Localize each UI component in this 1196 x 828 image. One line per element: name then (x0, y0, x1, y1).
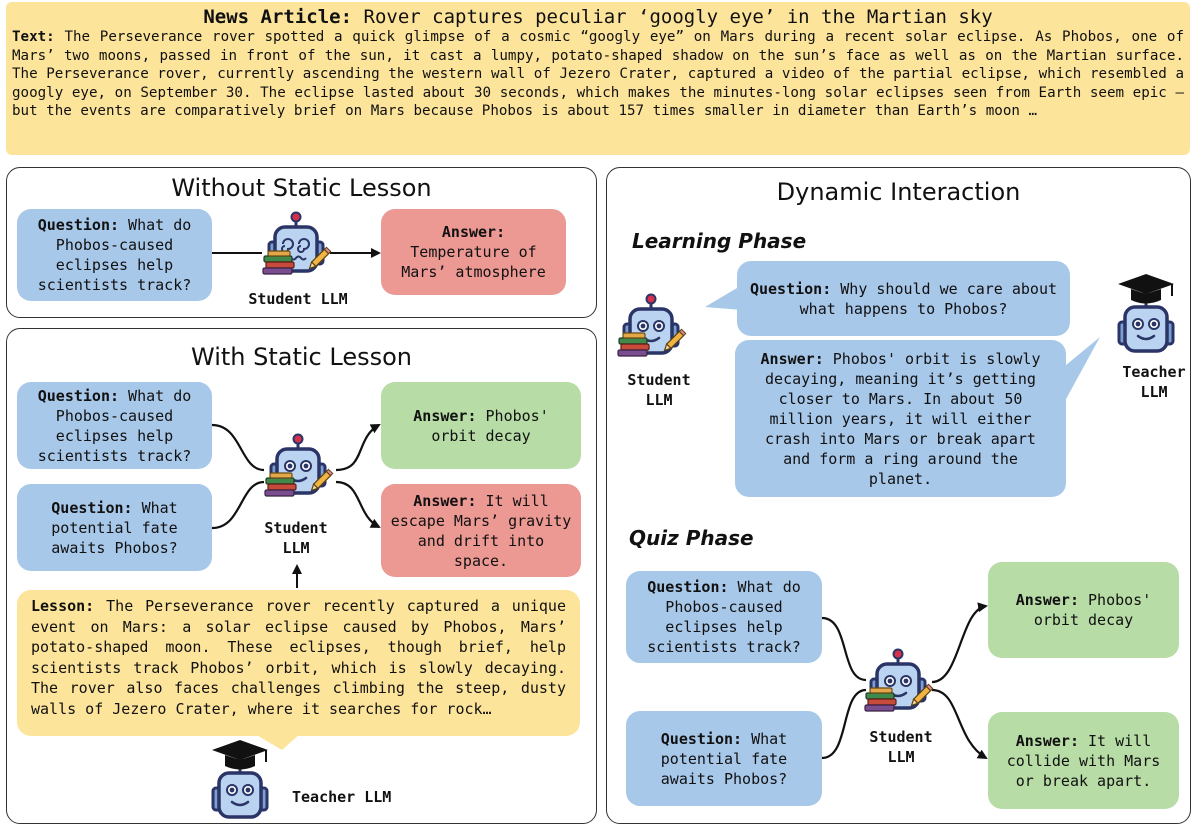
without-lesson-question-box: Question: What do Phobos-caused eclipses… (17, 209, 212, 301)
article-text-label: Text: (12, 29, 55, 45)
learning-answer: Phobos' orbit is slowly decaying, meanin… (765, 349, 1041, 488)
with-lesson-student-label: Student LLM (246, 518, 346, 558)
with-lesson-question1: What do Phobos-caused eclipses help scie… (37, 386, 192, 465)
question-bubble-tail (705, 285, 742, 310)
answer-bubble-tail (1060, 337, 1100, 410)
quiz-question1: What do Phobos-caused eclipses help scie… (647, 578, 801, 656)
dynamic-teacher-label: Teacher LLM (1104, 362, 1196, 402)
connector-line (211, 480, 265, 530)
question-label: Question: (749, 279, 832, 298)
question-label: Question: (37, 216, 120, 234)
article-body: The Perseverance rover spotted a quick g… (12, 29, 1184, 119)
robot-icon (617, 292, 687, 357)
without-lesson-question: What do Phobos-caused eclipses help scie… (37, 216, 192, 294)
answer-label: Answer: (441, 223, 506, 241)
article-title-label: News Article: (203, 6, 353, 28)
graduation-cap-icon (211, 739, 269, 771)
connector-arrow (931, 688, 988, 760)
quiz-phase-heading: Quiz Phase (629, 526, 754, 550)
with-lesson-question1-box: Question: What do Phobos-caused eclipses… (17, 382, 212, 469)
quiz-student-label: Student LLM (851, 727, 951, 767)
answer-label: Answer: (1015, 591, 1079, 609)
connector-arrow (931, 602, 988, 684)
quiz-question1-box: Question: What do Phobos-caused eclipses… (626, 571, 822, 663)
article-text: Text: The Perseverance rover spotted a q… (12, 28, 1184, 121)
robot-icon (864, 647, 934, 712)
lesson-label: Lesson: (31, 597, 95, 615)
question-label: Question: (647, 578, 729, 596)
news-article: News Article: Rover captures peculiar ‘g… (6, 2, 1190, 155)
article-title: News Article: Rover captures peculiar ‘g… (12, 6, 1184, 28)
quiz-question2: What potential fate awaits Phobos? (660, 729, 788, 788)
answer-label: Answer: (1015, 731, 1079, 750)
teacher-label-line2: LLM (1140, 383, 1168, 401)
question-label: Question: (51, 498, 133, 517)
article-title-text: Rover captures peculiar ‘googly eye’ in … (363, 6, 993, 28)
robot-icon (211, 739, 269, 819)
robot-icon (1117, 273, 1175, 353)
lesson-text: The Perseverance rover recently captured… (31, 597, 566, 718)
answer-label: Answer: (413, 406, 477, 425)
quiz-answer1-box: Answer: Phobos' orbit decay (988, 562, 1179, 658)
connector-line (821, 616, 867, 682)
quiz-answer2-box: Answer: It will collide with Mars or bre… (988, 712, 1179, 809)
connector-arrow (335, 424, 381, 472)
answer-label: Answer: (413, 491, 477, 510)
quiz-answer1: Phobos' orbit decay (1033, 591, 1152, 629)
with-lesson-answer1: Phobos' orbit decay (431, 406, 549, 445)
with-lesson-question2-box: Question: What potential fate awaits Pho… (17, 484, 212, 571)
learning-phase-heading: Learning Phase (632, 229, 807, 253)
connector-line (821, 688, 867, 760)
without-lesson-answer: Temperature of Mars’ atmosphere (401, 243, 546, 281)
with-lesson-answer1-box: Answer: Phobos' orbit decay (381, 382, 581, 469)
student-label-line2: LLM (645, 391, 673, 409)
without-lesson-title: Without Static Lesson (171, 174, 432, 202)
graduation-cap-icon (1117, 273, 1175, 305)
quiz-question2-box: Question: What potential fate awaits Pho… (626, 711, 822, 806)
learning-question: Why should we care about what happens to… (799, 279, 1058, 318)
with-lesson-title: With Static Lesson (191, 343, 412, 371)
learning-answer-box: Answer: Phobos' orbit is slowly decaying… (735, 340, 1066, 497)
student-label-line2: LLM (282, 539, 310, 557)
robot-icon (262, 210, 332, 275)
robot-icon (264, 432, 334, 497)
without-lesson-student-label: Student LLM (248, 290, 348, 308)
quiz-answer2: It will collide with Mars or break apart… (1006, 731, 1161, 790)
without-lesson-answer-box: Answer: Temperature of Mars’ atmosphere (381, 209, 566, 295)
question-label: Question: (37, 386, 120, 405)
with-lesson-answer2: It will escape Mars’ gravity and drift i… (390, 491, 572, 570)
lesson-box: Lesson: The Perseverance rover recently … (17, 590, 580, 736)
learning-question-box: Question: Why should we care about what … (737, 261, 1070, 336)
with-lesson-question2: What potential fate awaits Phobos? (51, 498, 178, 557)
connector-arrow (335, 480, 381, 528)
answer-label: Answer: (760, 349, 824, 368)
dynamic-title: Dynamic Interaction (776, 178, 1021, 206)
lesson-bubble-tail (255, 734, 300, 750)
student-label-line1: Student (869, 728, 933, 746)
student-label-line2: LLM (887, 748, 915, 766)
dynamic-student-label: Student LLM (609, 370, 709, 410)
student-label-line1: Student (627, 371, 691, 389)
connector-line (211, 423, 265, 472)
student-label-line1: Student (264, 519, 328, 537)
with-lesson-answer2-box: Answer: It will escape Mars’ gravity and… (381, 484, 581, 577)
teacher-label-line1: Teacher (1122, 363, 1186, 381)
teacher-label: Teacher LLM (292, 788, 392, 806)
question-label: Question: (660, 729, 743, 748)
